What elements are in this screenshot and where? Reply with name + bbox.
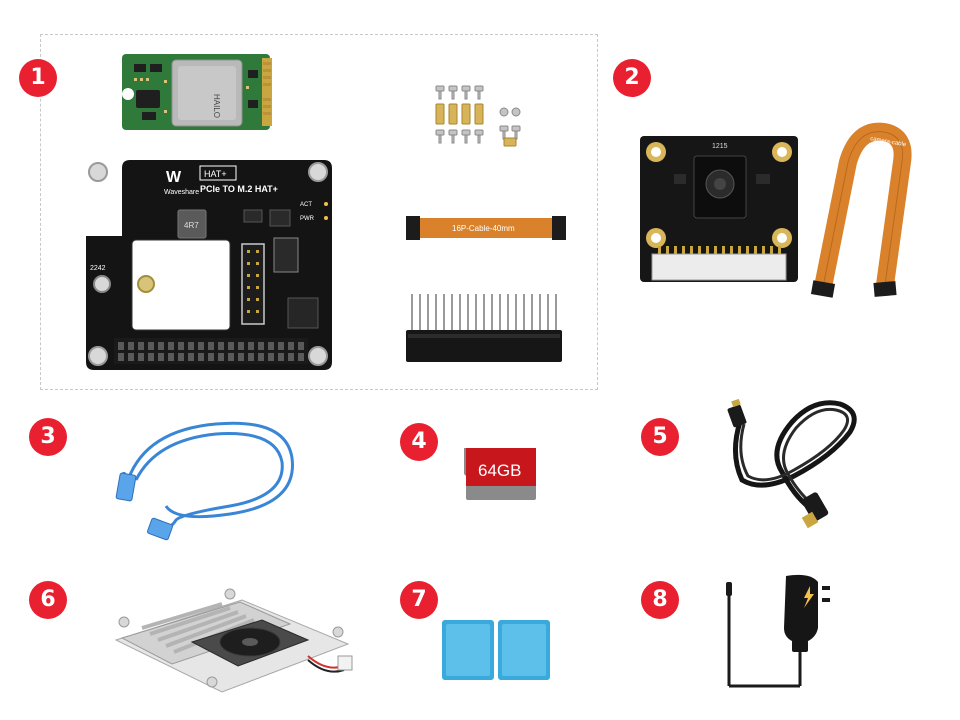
hailo-chip-label: HAILO	[212, 94, 221, 118]
fpc-cable-label: 16P-Cable-40mm	[452, 224, 515, 233]
pcie-hat-board-icon: W Waveshare HAT+ PCIe TO M.2 HAT+ ACT PW…	[86, 160, 332, 370]
screws-standoffs-icon	[435, 85, 521, 147]
thermal-pads-icon	[442, 620, 550, 680]
camera-code-label: 1215	[712, 143, 728, 150]
badge-2: 2	[613, 59, 651, 97]
badge-6: 6	[29, 581, 67, 619]
badge-8: 8	[641, 581, 679, 619]
gpio-header-icon	[406, 294, 562, 362]
active-cooler-icon	[114, 588, 353, 693]
badge-5: 5	[641, 418, 679, 456]
waveshare-logo-mark: W	[166, 169, 182, 186]
hdmi-cable-icon	[727, 398, 857, 529]
badge-1: 1	[19, 59, 57, 97]
power-adapter-icon	[726, 574, 830, 688]
m2-size-2230-label: 2230	[136, 265, 152, 272]
hat-tag-label: HAT+	[204, 169, 227, 179]
badge-4: 4	[400, 423, 438, 461]
camera-module-icon: 1215	[640, 136, 798, 282]
inductor-code: 4R7	[184, 221, 199, 230]
kit-bundle-outline	[40, 34, 598, 390]
sd-capacity-label: 64GB	[478, 461, 521, 480]
badge-3: 3	[29, 418, 67, 456]
m2-size-2242-label: 2242	[90, 265, 106, 272]
hailo-module-icon: HAILO	[122, 54, 272, 130]
product-name-label: PCIe TO M.2 HAT+	[200, 184, 278, 194]
fpc-cable-icon: 16P-Cable-40mm	[406, 216, 566, 240]
badge-7: 7	[400, 581, 438, 619]
pwr-led-label: PWR	[300, 216, 315, 222]
ethernet-cable-icon	[115, 421, 294, 541]
camera-ribbon-icon: camera-cable	[810, 122, 912, 298]
act-led-label: ACT	[300, 202, 312, 208]
sd-card-icon: 64GB	[464, 448, 536, 500]
brand-label: Waveshare	[164, 189, 199, 196]
